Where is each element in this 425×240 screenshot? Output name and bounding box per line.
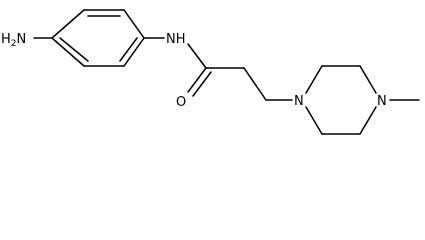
molecule-structure: H2N NH O N N [1,9,420,135]
carbonyl-double-bond [187,67,207,93]
ring-bond [123,37,145,67]
nh-to-carbonyl-bond [187,43,207,69]
aromatic-inner-bond [59,37,89,62]
piperazine-n1-label: N [294,94,304,109]
aminophenyl-ring [51,9,145,67]
ring-bond [123,9,145,39]
carbonyl-oxygen-label: O [176,95,186,110]
ring-bond [359,106,377,135]
ring-bond [51,9,85,39]
amine-label: H2N [1,32,26,49]
ring-bond [305,106,323,135]
piperazine-n4-label: N [377,94,387,109]
amide-nh-label: NH [166,32,186,47]
chain-bond [243,67,267,101]
piperazine-ring [305,65,377,135]
structure-figure: H2N NH O N N [1,9,420,135]
carbonyl-double-bond [192,71,212,97]
aromatic-inner-bond [119,37,138,62]
ring-bond [305,65,323,94]
ring-bond [51,37,85,67]
ring-bond [359,65,377,94]
